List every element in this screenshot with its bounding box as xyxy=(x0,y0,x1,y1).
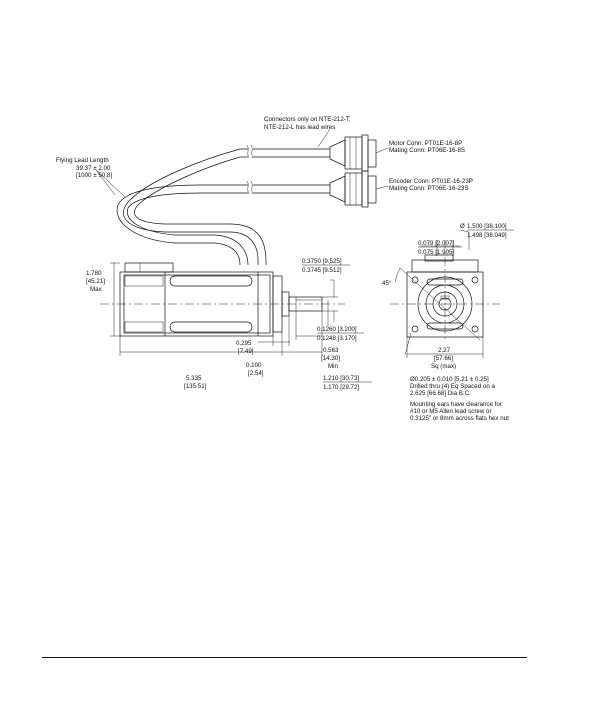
flange-in: 0.295 xyxy=(236,340,252,347)
square-note: Sq (max) xyxy=(431,363,456,370)
pilot-dia-max: 1.500 [38.100] xyxy=(467,223,507,230)
motor-connector xyxy=(329,134,377,172)
length-mm: [135.51] xyxy=(184,383,207,390)
pilot-in: 0.100 xyxy=(246,362,262,369)
flying-lead-metric: [1000 ± 50.8] xyxy=(76,172,112,179)
front-view-dimensions xyxy=(394,229,484,358)
pilot-depth-min: 0.075 [1.905] xyxy=(418,249,454,256)
shaft-len-max: 1.210 [30.73] xyxy=(323,375,359,382)
pilot-depth-max: 0.079 [2.007] xyxy=(418,240,454,247)
height-mm: [45.21] xyxy=(86,278,105,285)
shaft-dia-min: 0.3745 [9.512] xyxy=(302,267,342,274)
notes-text: Connectors only on NTE-212-T; NTE-212-L … xyxy=(56,116,473,192)
flying-lead-value: 39.37 ± 2.00 xyxy=(76,165,111,172)
encoder-mating-label: Mating Conn: PT06E-16-23S xyxy=(389,185,468,192)
motor-conn-label: Motor Conn: PT01E-16-8P xyxy=(389,140,462,147)
connectors-note-line2: NTE-212-L has lead wires xyxy=(264,124,335,131)
height-note: Max xyxy=(90,286,103,293)
pilot-dia-min: 1.498 [38.049] xyxy=(467,232,507,239)
mounting-note-line2: #10 or M5 Allen lead screw or xyxy=(410,408,492,415)
flat-note: Min xyxy=(328,363,339,370)
mounting-note-line1: Mounting ears have clearance for xyxy=(410,401,502,408)
holes-note-line1: Ø0.205 ± 0.010 [5.21 ± 0.25] xyxy=(410,376,489,383)
side-view-dimensions xyxy=(110,262,338,356)
motor-side-view xyxy=(100,262,345,337)
square-in: 2.27 xyxy=(438,347,451,354)
flying-lead-cables xyxy=(116,144,330,266)
shaft-len-min: 1.170 [29.72] xyxy=(323,384,359,391)
dimension-text: 1.780 [45.21] Max 0.3750 [9.525] 0.3745 … xyxy=(86,223,514,391)
holes-note-line2: Drilled thru (4) Eq Spaced on a xyxy=(410,383,496,390)
motor-front-view xyxy=(390,240,500,341)
flat-in: 0.563 xyxy=(323,347,339,354)
key-max: 0.1260 [3.200] xyxy=(317,326,357,333)
square-mm: [57.66] xyxy=(434,355,453,362)
connectors-note-line1: Connectors only on NTE-212-T; xyxy=(264,116,351,123)
motor-mating-label: Mating Conn: PT06E-16-8S xyxy=(389,147,465,154)
key-min: 0.1248 [3.170] xyxy=(317,335,357,342)
hole-and-mounting-notes: Ø0.205 ± 0.010 [5.21 ± 0.25] Drilled thr… xyxy=(410,376,509,422)
pilot-mm: [2.54] xyxy=(248,370,264,377)
holes-note-line3: 2.625 [66.68] Dia B.C. xyxy=(410,390,471,397)
shaft-dia-max: 0.3750 [9.525] xyxy=(302,258,342,265)
encoder-connector xyxy=(329,170,377,208)
angle-label: 45° xyxy=(382,280,392,287)
footer-rule xyxy=(42,657,527,658)
encoder-conn-label: Encoder Conn: PT01E-16-23P xyxy=(389,178,473,185)
pilot-dia-symbol: Ø xyxy=(460,223,465,230)
flat-mm: [14.30] xyxy=(321,355,340,362)
flying-lead-title: Flying Lead Length xyxy=(56,157,109,164)
flange-mm: [7.49] xyxy=(238,348,254,355)
length-in: 5.335 xyxy=(186,375,202,382)
height-in: 1.780 xyxy=(86,270,102,277)
mounting-note-line3: 0.3125" or 8mm across flats hex nut xyxy=(410,415,509,422)
